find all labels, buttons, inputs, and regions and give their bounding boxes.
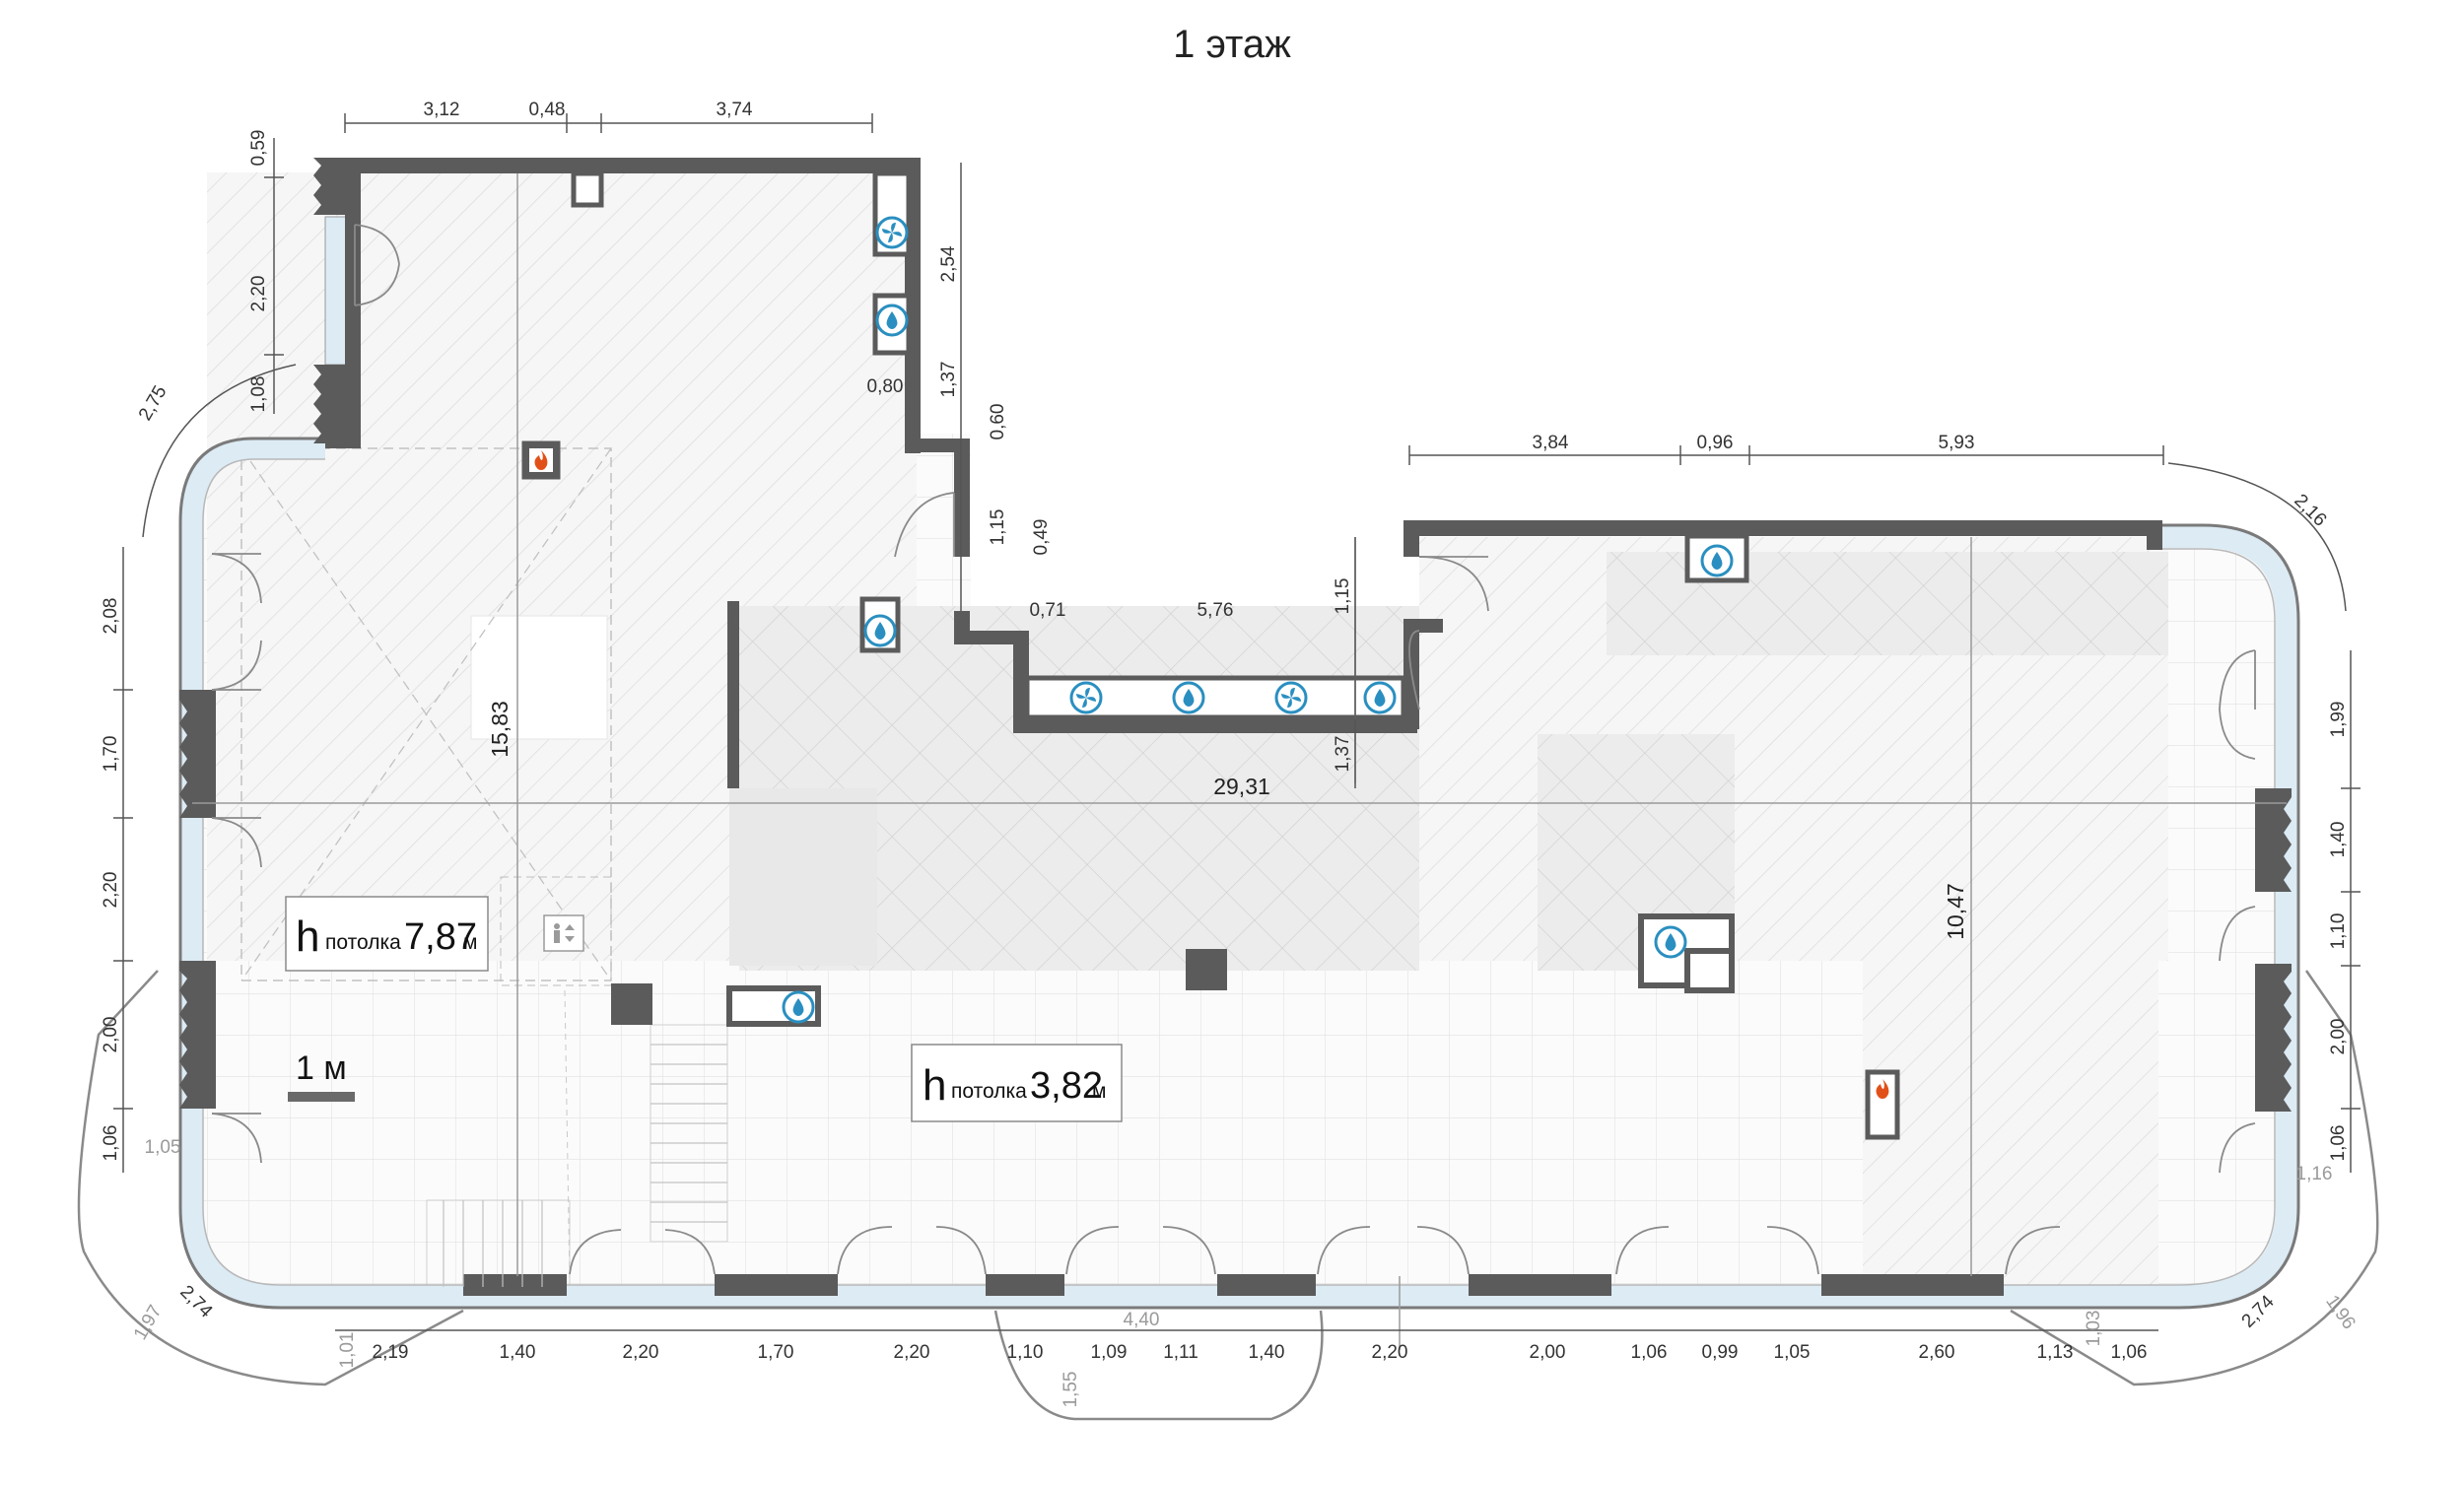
- dim-label: 1,10: [2328, 913, 2349, 950]
- dim-label: 2,08: [101, 598, 121, 635]
- water-drop-icon: [1654, 925, 1687, 959]
- dim-label: 2,20: [894, 1342, 930, 1363]
- dim-label: 5,76: [1198, 600, 1234, 621]
- dim-label-light: 4,40: [1124, 1310, 1160, 1330]
- dimension-labels: 3,12 0,48 3,74 0,59 2,20 1,08 2,75 2,08 …: [101, 100, 2360, 1407]
- dim-label: 1,06: [2328, 1125, 2349, 1162]
- fan-icon: [1069, 681, 1103, 714]
- dim-label: 3,74: [717, 100, 753, 120]
- ceiling-label-prefix: h: [296, 912, 319, 961]
- ceiling-label-word: потолка: [325, 931, 401, 954]
- dim-label: 1,40: [2328, 822, 2349, 858]
- dim-label-light: 1,05: [145, 1137, 181, 1158]
- dim-label-light: 1,97: [130, 1302, 167, 1344]
- dim-label: 2,20: [248, 276, 269, 312]
- ceiling-label-center: h потолка 3,82 м: [911, 1044, 1123, 1122]
- dim-label: 1,09: [1091, 1342, 1128, 1363]
- water-drop-icon: [1363, 681, 1397, 714]
- dim-label: 29,31: [1213, 774, 1270, 799]
- dim-label: 1,06: [1631, 1342, 1668, 1363]
- dim-label-light: 1,01: [337, 1332, 358, 1369]
- floor-title: 1 этаж: [1173, 23, 1291, 66]
- walls: [192, 158, 2279, 1296]
- dim-label: 1,99: [2328, 702, 2349, 738]
- ceiling-label-unit: м: [1092, 1080, 1106, 1103]
- dim-label: 1,15: [988, 509, 1008, 546]
- dim-label: 1,37: [938, 362, 959, 398]
- dim-label-light: 1,96: [2321, 1292, 2359, 1333]
- water-drop-icon: [1172, 681, 1205, 714]
- dim-label: 0,99: [1702, 1342, 1739, 1363]
- ceiling-label-prefix: h: [923, 1061, 946, 1110]
- ceiling-label-value: 3,82: [1030, 1065, 1103, 1107]
- fireplace-icon: [1876, 1079, 1889, 1099]
- dim-label: 2,16: [2290, 491, 2330, 531]
- dim-label: 2,20: [623, 1342, 659, 1363]
- dim-label: 3,12: [424, 100, 460, 120]
- scale-bar: 1 м: [288, 1049, 355, 1102]
- dim-label: 0,59: [248, 130, 269, 167]
- elevator-icon: [543, 914, 584, 952]
- ceiling-label-value: 7,87: [404, 916, 477, 958]
- dim-label: 0,60: [988, 404, 1008, 440]
- dim-label: 10,47: [1943, 883, 1968, 940]
- dim-label-light: 1,16: [2296, 1164, 2333, 1184]
- fireplace-icon: [525, 444, 557, 476]
- water-drop-icon: [875, 304, 909, 337]
- dim-label: 0,71: [1030, 600, 1066, 621]
- dim-label: 2,60: [1919, 1342, 1955, 1363]
- dim-label: 1,70: [758, 1342, 794, 1363]
- dim-label: 1,40: [500, 1342, 536, 1363]
- water-drop-icon: [1700, 544, 1734, 577]
- dim-label-light: 1,55: [1061, 1372, 1081, 1408]
- dim-label: 2,20: [1372, 1342, 1408, 1363]
- break-marks: [179, 158, 2292, 1112]
- dim-label: 2,54: [938, 245, 959, 282]
- dim-label: 1,10: [1007, 1342, 1044, 1363]
- dim-label: 15,83: [487, 701, 513, 758]
- dim-label: 1,37: [1333, 736, 1353, 773]
- floor-areas: [192, 172, 2296, 1301]
- dim-label: 1,40: [1249, 1342, 1285, 1363]
- dim-label: 0,80: [867, 376, 904, 397]
- dim-label: 0,49: [1031, 519, 1052, 556]
- fan-icon: [875, 216, 909, 249]
- dim-label: 2,00: [101, 1017, 121, 1053]
- fan-icon: [1274, 681, 1308, 714]
- dim-label: 2,00: [1530, 1342, 1566, 1363]
- dim-label: 0,96: [1697, 433, 1734, 453]
- dim-label-light: 1,03: [2084, 1311, 2104, 1347]
- dim-label: 1,15: [1333, 578, 1353, 615]
- dim-label: 2,20: [101, 872, 121, 909]
- water-drop-icon: [782, 990, 815, 1024]
- dim-label: 3,84: [1533, 433, 1569, 453]
- glazing: [77, 216, 2379, 1421]
- scale-label: 1 м: [296, 1049, 347, 1087]
- dim-label: 1,70: [101, 736, 121, 773]
- ceiling-label-unit: м: [463, 931, 477, 954]
- dim-label: 0,48: [529, 100, 566, 120]
- dim-label: 1,06: [101, 1125, 121, 1162]
- dim-label: 2,75: [135, 382, 171, 425]
- dim-label: 1,06: [2111, 1342, 2148, 1363]
- ceiling-label-left: h потолка 7,87 м: [285, 896, 489, 972]
- stairs: [443, 1044, 727, 1287]
- reference-lines: [192, 173, 2287, 1350]
- dim-label: 5,93: [1939, 433, 1975, 453]
- water-drop-icon: [863, 614, 897, 647]
- dim-label: 2,19: [373, 1342, 409, 1363]
- ceiling-label-word: потолка: [951, 1080, 1027, 1103]
- dim-label: 1,08: [248, 376, 269, 413]
- dim-label: 2,00: [2328, 1019, 2349, 1055]
- dimension-lines: [113, 113, 2361, 1331]
- dim-label: 1,05: [1774, 1342, 1811, 1363]
- dim-label: 1,13: [2037, 1342, 2074, 1363]
- dim-label: 1,11: [1163, 1342, 1198, 1363]
- doors: [211, 224, 2256, 1275]
